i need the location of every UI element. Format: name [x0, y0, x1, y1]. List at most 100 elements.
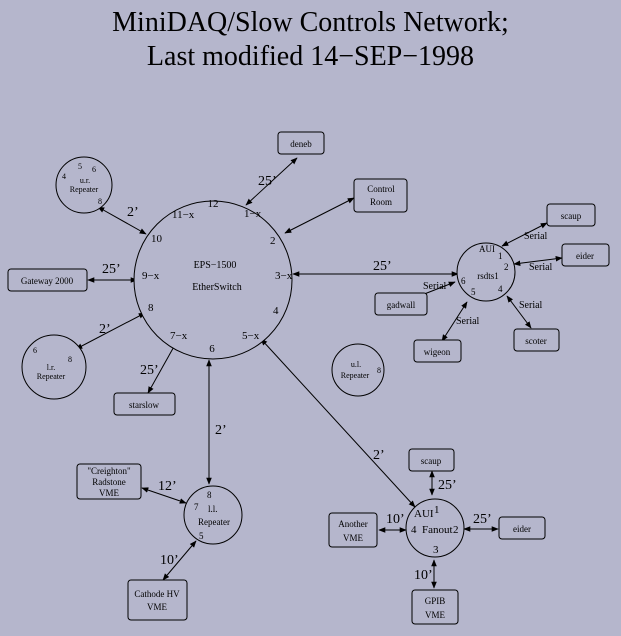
wigeon-box: wigeon — [413, 339, 462, 363]
cable-label-gpib: 10’ — [414, 568, 433, 583]
ll-label-1: l.l. — [208, 504, 218, 514]
another-vme-label-1: Another — [338, 519, 368, 529]
cathode-label-2: VME — [147, 602, 168, 612]
ul-label-2: Repeater — [341, 371, 370, 380]
ul-port-8: 8 — [377, 366, 381, 375]
ul-repeater-node: u.l. Repeater 8 — [331, 343, 385, 397]
gpib-label-1: GPIB — [425, 596, 446, 606]
eider-bottom-label: eider — [513, 524, 531, 534]
ll-port-5: 5 — [199, 531, 204, 541]
rsdts1-aui: AUI — [479, 244, 495, 254]
serial-label-scaup: Serial — [524, 231, 548, 242]
gateway-label: Gateway 2000 — [21, 276, 74, 286]
gpib-box: GPIB VME — [411, 589, 459, 625]
ur-port-6: 6 — [92, 165, 96, 174]
starslow-label: starslow — [129, 400, 159, 410]
device-boxes: deneb Control Room Gateway 2000 starslow… — [7, 131, 610, 625]
conn-fanout — [260, 338, 416, 508]
ur-port-5: 5 — [78, 162, 82, 171]
scoter-box: scoter — [513, 328, 560, 352]
port-10: 10 — [151, 233, 163, 245]
fanout-port-1: 1 — [434, 504, 440, 516]
lr-repeater-node: 6 8 l.r. Repeater — [21, 334, 87, 400]
ur-port-4: 4 — [62, 172, 66, 181]
eider-bottom-box: eider — [498, 516, 546, 540]
conn-deneb — [245, 157, 298, 206]
fanout-port-2: 2 — [453, 524, 459, 536]
conn-starslow — [147, 342, 177, 394]
serial-labels: Serial Serial Serial Serial Serial — [423, 231, 553, 327]
fanout-port-4: 4 — [411, 524, 417, 536]
creighton-label-2: Radstone — [92, 477, 126, 487]
etherswitch-node: 12 1−x 2 3−x 4 5−x 6 7−x 8 9−x 10 11−x E… — [133, 198, 293, 360]
cable-label-cathode: 10’ — [160, 553, 179, 568]
port-8: 8 — [148, 302, 154, 314]
cable-label-another-vme: 10’ — [386, 512, 405, 527]
diagram-title: MiniDAQ/Slow Controls Network; Last modi… — [0, 6, 621, 74]
port-5x: 5−x — [242, 330, 260, 342]
rsdts1-node: AUI 1 2 rsdts1 6 5 4 — [456, 242, 516, 302]
ur-repeater-node: 5 6 4 u.r. Repeater 8 — [55, 156, 113, 214]
ll-label-2: Repeater — [198, 517, 230, 527]
title-line-1: MiniDAQ/Slow Controls Network; — [112, 7, 509, 38]
scaup-bottom-box: scaup — [408, 448, 455, 472]
scaup-top-label: scaup — [561, 211, 582, 221]
cable-label-eider-bottom: 25’ — [473, 512, 492, 527]
conn-cathode — [162, 540, 197, 581]
conn-ur-repeater — [97, 206, 147, 235]
fanout-port-3: 3 — [433, 544, 439, 556]
lr-port-6: 6 — [33, 346, 37, 355]
title-line-2: Last modified 14−SEP−1998 — [146, 41, 475, 72]
fanout-name: Fanout — [422, 524, 453, 536]
ll-port-7: 7 — [194, 502, 199, 512]
cathode-label-1: Cathode HV — [134, 589, 180, 599]
fanout-aui: AUI — [414, 508, 434, 520]
port-12: 12 — [208, 198, 219, 210]
conn-control-room — [284, 197, 355, 234]
cable-label-gateway: 25’ — [102, 262, 121, 277]
cable-label-scaup-bottom: 25’ — [438, 478, 457, 493]
etherswitch-subname: EtherSwitch — [192, 282, 241, 293]
cable-label-rsdts1: 25’ — [373, 259, 392, 274]
conn-wigeon — [441, 301, 468, 342]
etherswitch-ports: 12 1−x 2 3−x 4 5−x 6 7−x 8 9−x 10 11−x — [142, 198, 293, 355]
ur-label-2: Repeater — [70, 185, 99, 194]
rsdts1-port-5: 5 — [471, 287, 476, 297]
conn-scoter — [506, 295, 532, 329]
cable-label-creighton: 12’ — [158, 479, 177, 494]
port-7x: 7−x — [170, 330, 188, 342]
cable-label-lr: 2’ — [99, 322, 111, 337]
port-9x: 9−x — [142, 270, 160, 282]
cathode-box: Cathode HV VME — [127, 579, 188, 621]
gadwall-box: gadwall — [374, 292, 428, 316]
rsdts1-port-2: 2 — [504, 262, 509, 272]
conn-eider-top — [513, 256, 563, 266]
another-vme-box: Another VME — [328, 512, 378, 548]
serial-label-scoter: Serial — [519, 300, 543, 311]
serial-label-wigeon: Serial — [456, 316, 480, 327]
rsdts1-name: rsdts1 — [477, 271, 499, 281]
cable-labels: 25’ 2’ 25’ 2’ 25’ 25’ 2’ 2’ 12’ 10’ 25’ … — [99, 174, 492, 583]
rsdts1-port-4: 4 — [498, 284, 503, 294]
scaup-bottom-label: scaup — [421, 456, 442, 466]
port-11x: 11−x — [172, 209, 195, 221]
cable-label-fanout: 2’ — [373, 448, 385, 463]
port-1x: 1−x — [244, 208, 262, 220]
gpib-label-2: VME — [425, 610, 446, 620]
wigeon-label: wigeon — [424, 347, 451, 357]
gadwall-label: gadwall — [387, 300, 416, 310]
conn-creighton — [141, 487, 187, 504]
rsdts1-port-1: 1 — [498, 251, 503, 261]
port-3x: 3−x — [275, 270, 293, 282]
control-room-label-1: Control — [367, 184, 395, 194]
another-vme-label-2: VME — [343, 533, 364, 543]
cable-label-ur: 2’ — [127, 205, 139, 220]
ul-label-1: u.l. — [351, 360, 361, 369]
lr-port-8: 8 — [68, 355, 72, 364]
conn-lr-repeater — [75, 312, 146, 350]
ll-port-8: 8 — [207, 490, 212, 500]
serial-label-gadwall: Serial — [423, 281, 447, 292]
fanout-node: AUI 1 4 Fanout 2 3 — [405, 498, 465, 558]
